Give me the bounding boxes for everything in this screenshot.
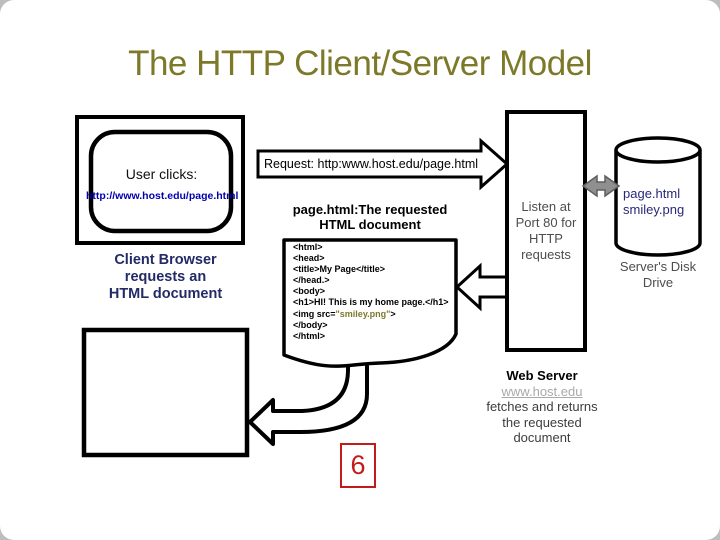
disk-transfer-double-arrow-icon <box>581 174 621 198</box>
code-line: <html> <box>293 242 323 252</box>
web-server-note: Web Server www.host.edu fetches and retu… <box>452 368 632 446</box>
code-line: </head.> <box>293 275 330 286</box>
code-line: <head> <box>293 253 325 264</box>
server-box <box>505 110 587 352</box>
html-code-listing: <html> <head> <title>My Page</title> </h… <box>293 242 449 342</box>
code-img-prefix: <img src= <box>293 308 336 319</box>
code-line: <h1>HI! This is my home page.</h1> <box>293 297 449 308</box>
monitor-screen <box>88 129 234 234</box>
web-server-host-link: www.host.edu <box>501 383 583 399</box>
page-html-caption: page.html:The requested HTML document <box>292 202 448 232</box>
response-arrow-shape <box>454 262 510 312</box>
page-number: 6 <box>350 450 366 480</box>
client-browser-caption: Client Browser requests an HTML document <box>108 252 223 302</box>
disk-file-names: page.html smiley.png <box>623 186 685 217</box>
page-number-box <box>340 443 376 488</box>
client-output-box <box>81 327 250 458</box>
monitor-url-text: http://www.host.edu/page.html <box>86 190 239 202</box>
bent-response-arrow-shape <box>248 358 369 446</box>
code-line-img: <img src="smiley.png"> <box>293 309 449 320</box>
document-shape <box>282 238 458 368</box>
server-listen-caption: Listen at Port 80 for HTTP requests <box>515 199 577 262</box>
code-line: <body> <box>293 286 326 297</box>
web-server-note-title: Web Server <box>506 368 578 383</box>
code-img-value: "smiley.png" <box>335 308 391 319</box>
request-arrow-label: Request: http:www.host.edu/page.html <box>264 157 479 171</box>
code-img-suffix: > <box>390 308 396 319</box>
slide-title: The HTTP Client/Server Model <box>128 44 592 83</box>
web-server-note-description: fetches and returns the requested docume… <box>486 399 598 445</box>
disk-cylinder-top <box>614 136 702 164</box>
disk-cylinder-body <box>614 150 702 257</box>
monitor-user-clicks-label: User clicks: <box>125 166 198 182</box>
code-line: <title>My Page</title> <box>293 264 386 275</box>
disk-drive-caption: Server's Disk Drive <box>619 259 697 290</box>
request-arrow-shape <box>256 137 510 191</box>
code-line: </body> <box>293 319 328 330</box>
code-line: </html> <box>293 330 326 341</box>
